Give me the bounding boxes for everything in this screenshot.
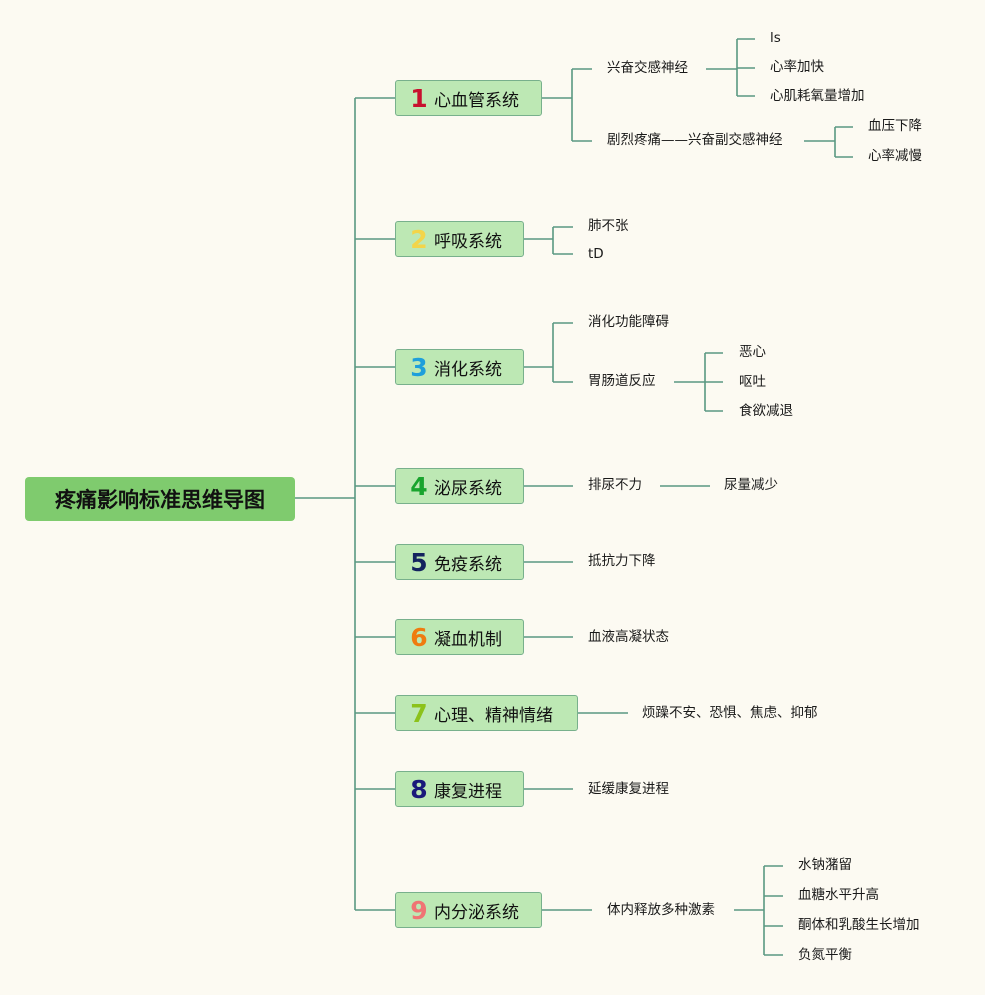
- branch-label: 内分泌系统: [434, 902, 519, 923]
- leaf-digestion-disorder[interactable]: 消化功能障碍: [588, 314, 669, 330]
- branch-label: 泌尿系统: [434, 478, 502, 499]
- leaf-vomiting[interactable]: 呕吐: [739, 374, 766, 390]
- branch-label: 消化系统: [434, 359, 502, 380]
- node-sympathetic[interactable]: 兴奋交感神经: [607, 60, 688, 76]
- branch-respiratory[interactable]: 2 呼吸系统: [395, 221, 524, 257]
- leaf-td[interactable]: tD: [588, 246, 604, 262]
- leaf-heart-rate-down[interactable]: 心率减慢: [868, 148, 922, 164]
- leaf-blood-sugar[interactable]: 血糖水平升高: [798, 887, 879, 903]
- branch-recovery[interactable]: 8 康复进程: [395, 771, 524, 807]
- number-8: 8: [410, 774, 428, 804]
- branch-label: 免疫系统: [434, 554, 502, 575]
- number-6: 6: [410, 622, 428, 652]
- number-9: 9: [410, 895, 428, 925]
- node-parasympathetic[interactable]: 剧烈疼痛——兴奋副交感神经: [607, 132, 783, 148]
- leaf-bp-down[interactable]: 血压下降: [868, 118, 922, 134]
- leaf-appetite-loss[interactable]: 食欲减退: [739, 403, 793, 419]
- leaf-atelectasis[interactable]: 肺不张: [588, 218, 629, 234]
- leaf-resistance-down[interactable]: 抵抗力下降: [588, 553, 656, 569]
- number-7: 7: [410, 698, 428, 728]
- number-1: 1: [410, 83, 428, 113]
- branch-urinary[interactable]: 4 泌尿系统: [395, 468, 524, 504]
- node-gi-reaction[interactable]: 胃肠道反应: [588, 373, 656, 389]
- leaf-ls[interactable]: ls: [770, 30, 781, 46]
- leaf-sodium-retention[interactable]: 水钠潴留: [798, 857, 852, 873]
- branch-label: 心血管系统: [434, 90, 519, 111]
- number-2: 2: [410, 224, 428, 254]
- number-5: 5: [410, 547, 428, 577]
- root-node[interactable]: 疼痛影响标准思维导图: [25, 477, 295, 521]
- leaf-heart-rate-up[interactable]: 心率加快: [770, 59, 824, 75]
- leaf-oxygen-consumption[interactable]: 心肌耗氧量增加: [770, 88, 865, 104]
- branch-psychology[interactable]: 7 心理、精神情绪: [395, 695, 578, 731]
- leaf-ketone-lactate[interactable]: 酮体和乳酸生长增加: [798, 917, 920, 933]
- branch-label: 凝血机制: [434, 629, 502, 650]
- branch-cardiovascular[interactable]: 1 心血管系统: [395, 80, 542, 116]
- branch-label: 呼吸系统: [434, 231, 502, 252]
- leaf-delayed-recovery[interactable]: 延缓康复进程: [588, 781, 669, 797]
- leaf-nausea[interactable]: 恶心: [739, 344, 766, 360]
- number-3: 3: [410, 352, 428, 382]
- leaf-negative-nitrogen[interactable]: 负氮平衡: [798, 947, 852, 963]
- node-hormone-release[interactable]: 体内释放多种激素: [607, 902, 715, 918]
- leaf-emotions[interactable]: 烦躁不安、恐惧、焦虑、抑郁: [642, 705, 818, 721]
- number-4: 4: [410, 471, 428, 501]
- branch-digestive[interactable]: 3 消化系统: [395, 349, 524, 385]
- branch-endocrine[interactable]: 9 内分泌系统: [395, 892, 542, 928]
- node-urination-weak[interactable]: 排尿不力: [588, 477, 642, 493]
- branch-label: 康复进程: [434, 781, 502, 802]
- branch-label: 心理、精神情绪: [434, 705, 553, 726]
- branch-immune[interactable]: 5 免疫系统: [395, 544, 524, 580]
- leaf-hypercoagulable[interactable]: 血液高凝状态: [588, 629, 669, 645]
- branch-coagulation[interactable]: 6 凝血机制: [395, 619, 524, 655]
- leaf-urine-decrease[interactable]: 尿量减少: [724, 477, 778, 493]
